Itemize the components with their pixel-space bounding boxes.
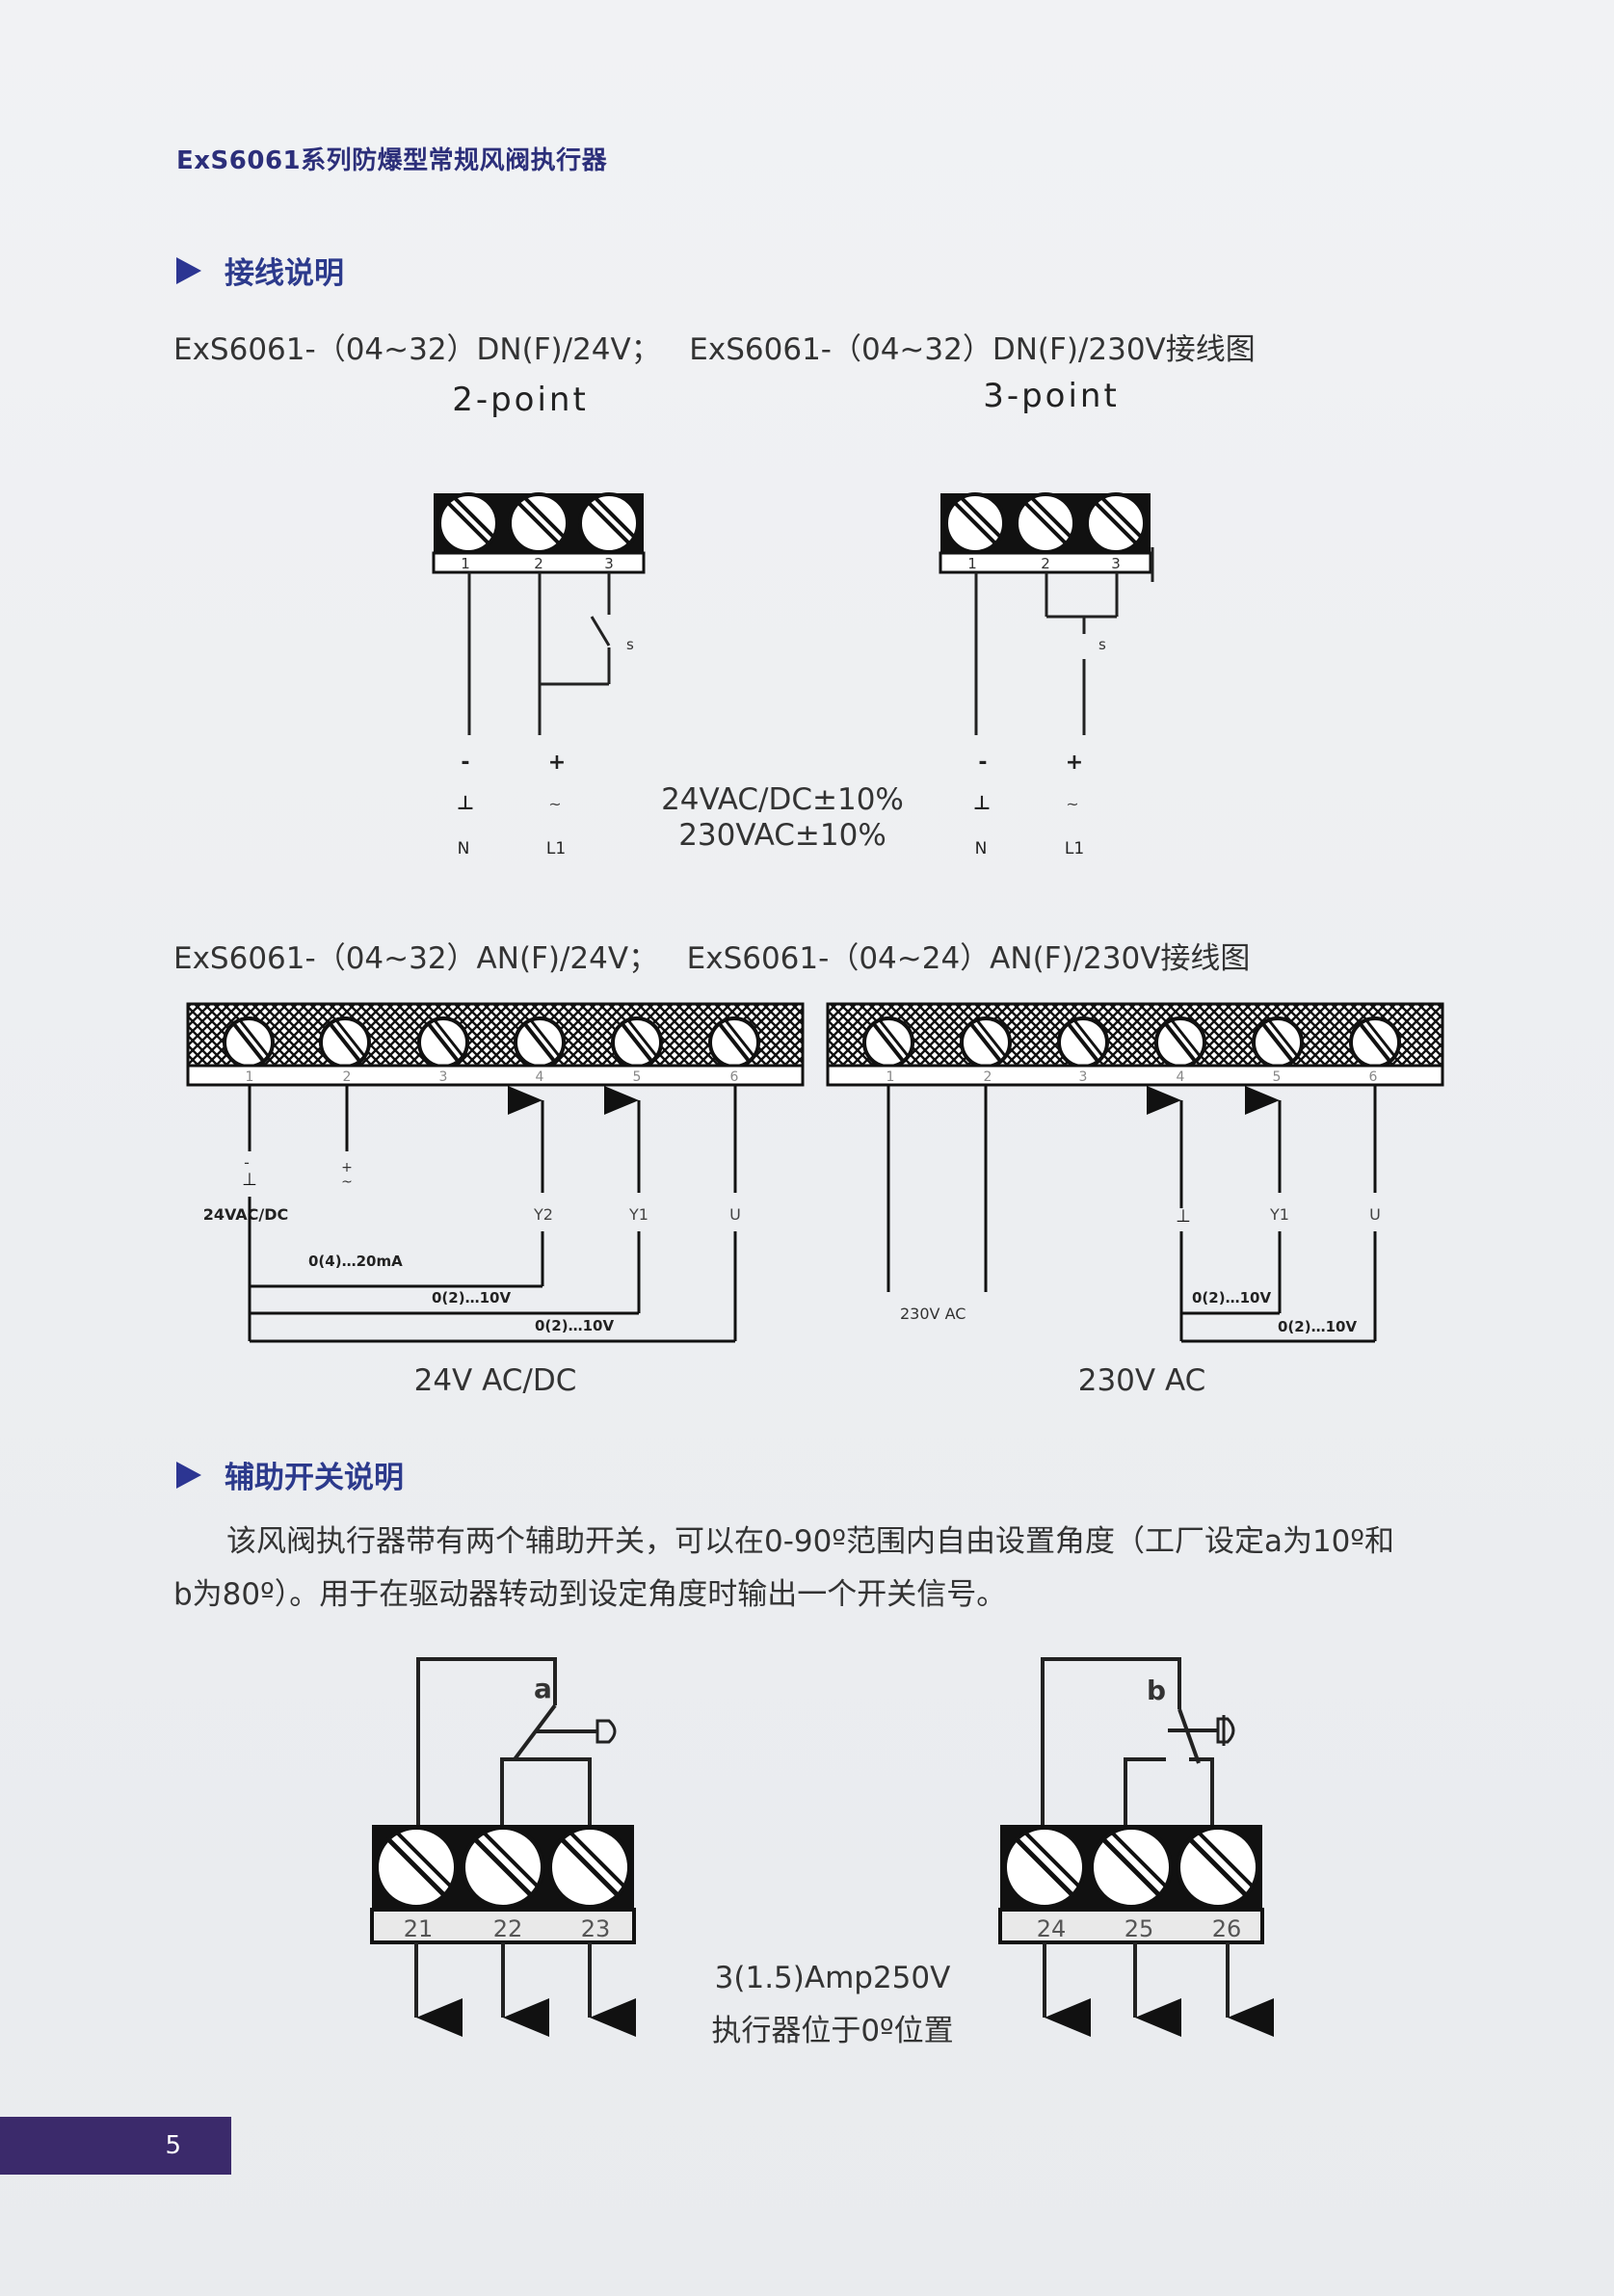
an230-terminal-4: 4 xyxy=(1177,1069,1185,1085)
an24-tilde: ~ xyxy=(341,1174,353,1190)
an230-signal-v1: 0(2)…10V xyxy=(1192,1289,1271,1306)
an230-ground: ⊥ xyxy=(1176,1206,1191,1227)
aux-rating: 3(1.5)Amp250V xyxy=(715,1961,951,1995)
two-point-n: N xyxy=(458,839,470,858)
an24-caption: 24V AC/DC xyxy=(414,1363,577,1398)
wiring-section-heading: 接线说明 xyxy=(176,249,344,292)
two-point-terminal-1: 1 xyxy=(461,555,470,572)
supply-line-1: 24VAC/DC±10% xyxy=(661,782,904,817)
wiring-heading-text: 接线说明 xyxy=(225,256,344,291)
aux-b-terminal-26: 26 xyxy=(1212,1915,1242,1942)
an24-signal-ma: 0(4)…20mA xyxy=(308,1253,403,1270)
two-point-terminal-2: 2 xyxy=(534,555,543,572)
dn-wiring-diagram: 2-point 1 2 3 s - ⊥ N + ~ L1 24VAC/DC±10… xyxy=(432,377,1154,858)
aux-a-terminal-23: 23 xyxy=(581,1915,611,1942)
an24-plus: + xyxy=(341,1160,353,1175)
an230-y1: Y1 xyxy=(1269,1205,1289,1224)
three-point-title: 3-point xyxy=(983,377,1120,415)
an24-terminal-5: 5 xyxy=(633,1069,642,1085)
an-wiring-diagram: 1 2 3 4 5 6 - ⊥ + ~ 24VAC/DC Y2 Y1 U 0(4… xyxy=(186,1002,1444,1398)
two-point-ground: ⊥ xyxy=(457,791,474,814)
two-point-switch-label: s xyxy=(626,636,634,653)
aux-a-label: a xyxy=(534,1673,552,1704)
two-point-l1: L1 xyxy=(546,839,566,858)
an230-supply: 230V AC xyxy=(900,1305,966,1323)
aux-b-terminal-25: 25 xyxy=(1125,1915,1154,1942)
three-point-l1: L1 xyxy=(1065,839,1084,858)
three-point-ground: ⊥ xyxy=(973,791,991,814)
three-point-terminal-2: 2 xyxy=(1041,555,1050,572)
an230-terminal-1: 1 xyxy=(886,1069,895,1085)
an230-terminal-2: 2 xyxy=(984,1069,992,1085)
an24-u: U xyxy=(729,1205,741,1224)
an24-y2: Y2 xyxy=(533,1205,553,1224)
an24-ground: ⊥ xyxy=(242,1170,257,1190)
model-line-dn: ExS6061-（04~32）DN(F)/24V； ExS6061-（04~32… xyxy=(173,332,1256,367)
aux-description: 该风阀执行器带有两个辅助开关，可以在0-90º范围内自由设置角度（工厂设定a为1… xyxy=(173,1516,1465,1622)
an230-caption: 230V AC xyxy=(1078,1363,1206,1398)
document-title: ExS6061系列防爆型常规风阀执行器 xyxy=(176,146,608,175)
two-point-plus: + xyxy=(548,751,566,775)
supply-line-2: 230VAC±10% xyxy=(678,818,886,853)
two-point-tilde: ~ xyxy=(548,795,561,813)
an230-terminal-6: 6 xyxy=(1369,1069,1378,1085)
an24-y1: Y1 xyxy=(628,1205,648,1224)
triangle-bullet-icon xyxy=(176,256,201,284)
three-point-tilde: ~ xyxy=(1066,795,1078,813)
aux-b-terminal-24: 24 xyxy=(1037,1915,1067,1942)
an230-signal-v2: 0(2)…10V xyxy=(1278,1318,1357,1335)
three-point-n: N xyxy=(975,839,988,858)
an230-terminal-3: 3 xyxy=(1079,1069,1088,1085)
three-point-plus: + xyxy=(1066,751,1083,775)
an24-signal-v1: 0(2)…10V xyxy=(432,1289,511,1306)
three-point-terminal-1: 1 xyxy=(967,555,977,572)
an230-u: U xyxy=(1369,1205,1381,1224)
three-point-switch-label: s xyxy=(1098,636,1106,653)
triangle-bullet-icon xyxy=(176,1461,201,1489)
an24-signal-v2: 0(2)…10V xyxy=(535,1317,614,1334)
page-number-tab: 5 xyxy=(0,2117,231,2175)
aux-description-line-1: 该风阀执行器带有两个辅助开关，可以在0-90º范围内自由设置角度（工厂设定a为1… xyxy=(226,1524,1395,1559)
model-line-an: ExS6061-（04~32）AN(F)/24V； ExS6061-（04~24… xyxy=(173,941,1251,976)
an24-supply: 24VAC/DC xyxy=(203,1205,289,1224)
an24-terminal-3: 3 xyxy=(439,1069,448,1085)
an24-terminal-2: 2 xyxy=(343,1069,352,1085)
an230-terminal-5: 5 xyxy=(1273,1069,1282,1085)
three-point-minus: - xyxy=(978,751,987,775)
aux-heading-text: 辅助开关说明 xyxy=(225,1461,404,1495)
two-point-minus: - xyxy=(461,751,469,775)
aux-position-note: 执行器位于0º位置 xyxy=(711,2014,953,2048)
aux-section-heading: 辅助开关说明 xyxy=(176,1453,404,1496)
an24-terminal-6: 6 xyxy=(730,1069,739,1085)
aux-a-terminal-22: 22 xyxy=(493,1915,523,1942)
an24-terminal-4: 4 xyxy=(536,1069,544,1085)
page-number: 5 xyxy=(165,2131,181,2160)
two-point-title: 2-point xyxy=(452,381,589,419)
aux-description-line-2: b为80º）。用于在驱动器转动到设定角度时输出一个开关信号。 xyxy=(173,1577,1007,1612)
aux-a-terminal-21: 21 xyxy=(404,1915,434,1942)
an24-minus: - xyxy=(244,1153,250,1172)
an24-terminal-1: 1 xyxy=(246,1069,254,1085)
aux-switch-diagram: a 21 22 23 3(1.5)Amp250V 执行器位于0º位置 b 24 … xyxy=(370,1657,1274,2048)
three-point-terminal-3: 3 xyxy=(1111,555,1121,572)
aux-b-label: b xyxy=(1147,1675,1166,1706)
two-point-terminal-3: 3 xyxy=(604,555,614,572)
